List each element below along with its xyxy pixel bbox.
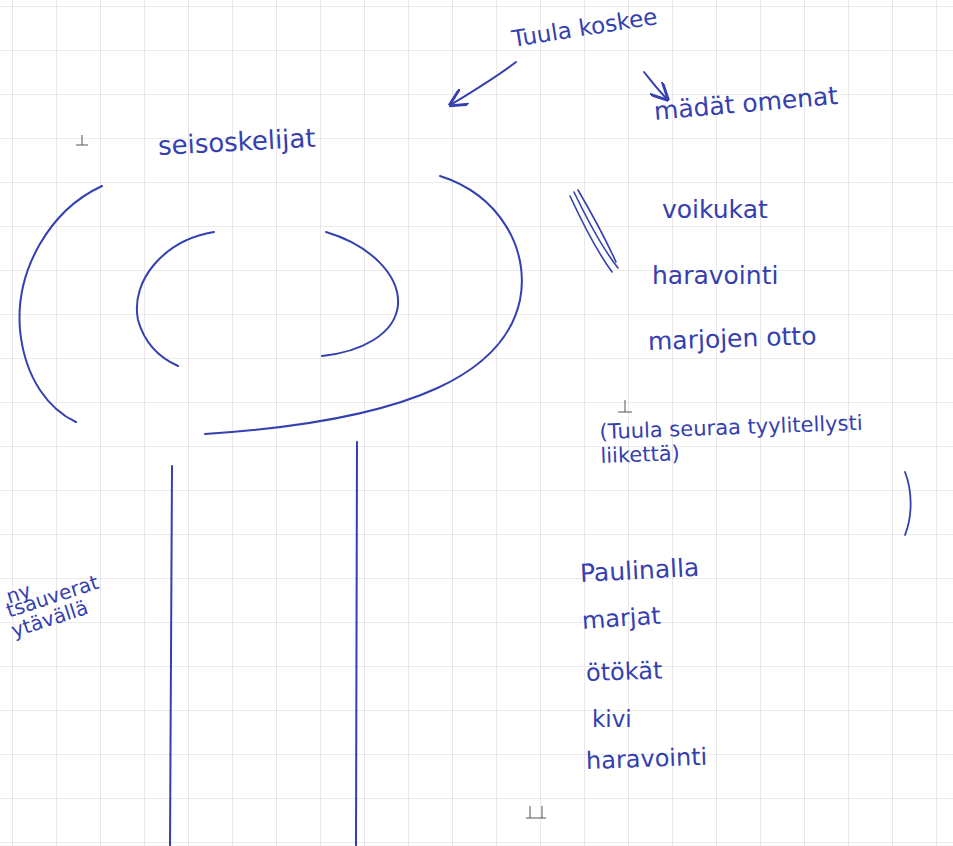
handwritten-note: Tuula koskee — [510, 3, 659, 52]
tick-mark — [526, 806, 546, 818]
handwritten-note: haravointi — [652, 262, 778, 291]
stem-left — [170, 466, 172, 846]
arrow-down — [644, 72, 666, 98]
scribble — [570, 190, 618, 272]
handwritten-note: ötökät — [586, 657, 663, 687]
stem-right — [356, 442, 357, 846]
arrow-to-title — [452, 62, 516, 104]
tick-mark — [76, 135, 88, 145]
handwritten-note: Paulinalla — [579, 554, 700, 589]
handwritten-note: voikukat — [662, 196, 768, 225]
bracket — [905, 472, 911, 535]
handwritten-note: (Tuula seuraa tyylitellysti liikettä) — [599, 410, 891, 468]
outer-arc-left — [20, 186, 102, 422]
handwritten-note: marjojen otto — [647, 322, 816, 357]
inner-arc-left — [137, 232, 214, 366]
handwritten-note: mädät omenat — [653, 82, 839, 127]
handwritten-note: kivi — [592, 706, 632, 732]
tick-mark — [618, 400, 632, 412]
handwritten-note: seisoskelijat — [157, 124, 316, 162]
outer-arc-right — [205, 176, 522, 434]
handwritten-note: haravointi — [586, 744, 708, 776]
handwritten-note: marjat — [581, 603, 661, 636]
inner-arc-right — [322, 232, 398, 356]
